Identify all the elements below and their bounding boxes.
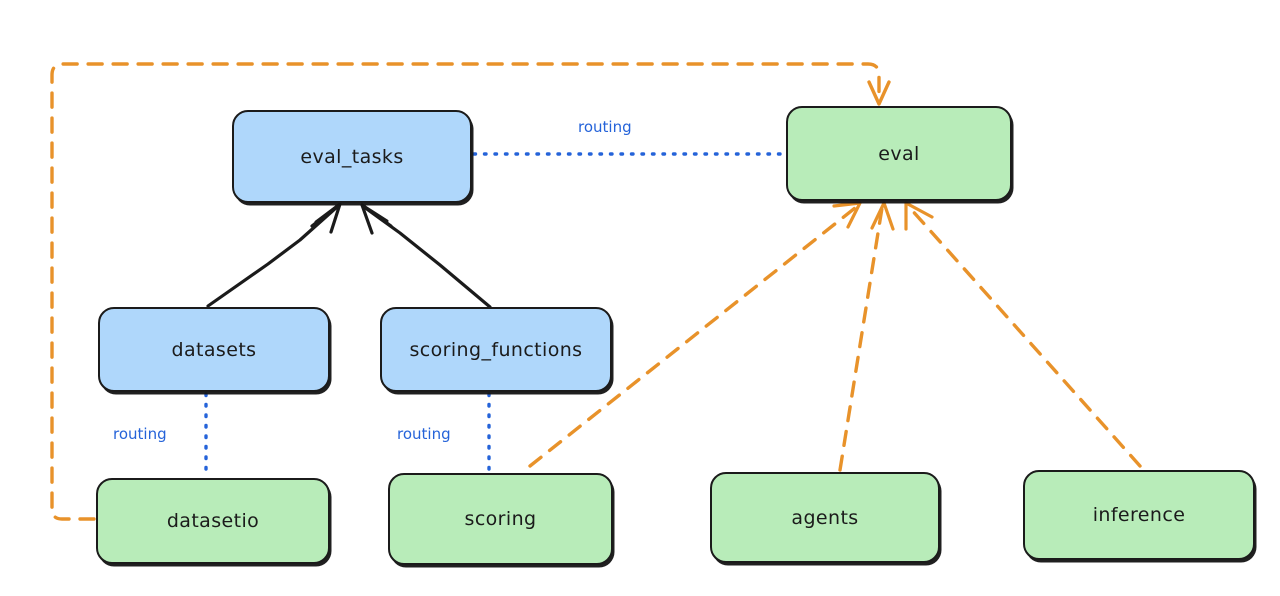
node-agents[interactable]: agents [710,472,940,563]
edge-label-routing-eval-tasks-eval: routing [578,118,632,136]
node-label-datasets: datasets [171,338,257,361]
node-scoring-functions[interactable]: scoring_functions [380,307,612,392]
node-label-eval: eval [878,142,920,165]
node-label-scoring: scoring [464,508,537,530]
node-scoring[interactable]: scoring [388,473,613,565]
node-datasetio[interactable]: datasetio [96,478,330,564]
edge-label-routing-scoring-functions-scoring: routing [397,425,451,443]
edge-inference-to-eval [904,201,1142,468]
edge-label-routing-datasets-datasetio: routing [113,425,167,443]
edge-scoring-functions-to-eval-tasks [360,203,492,309]
node-label-eval-tasks: eval_tasks [300,145,404,168]
node-eval[interactable]: eval [786,106,1012,201]
node-label-scoring-functions: scoring_functions [409,338,583,361]
node-eval-tasks[interactable]: eval_tasks [232,110,472,203]
edge-datasets-to-eval-tasks [206,202,342,308]
node-label-datasetio: datasetio [166,510,260,532]
node-label-inference: inference [1092,504,1186,526]
node-label-agents: agents [791,506,859,529]
node-datasets[interactable]: datasets [98,307,330,392]
edge-agents-to-eval [838,201,895,472]
node-inference[interactable]: inference [1023,470,1255,560]
